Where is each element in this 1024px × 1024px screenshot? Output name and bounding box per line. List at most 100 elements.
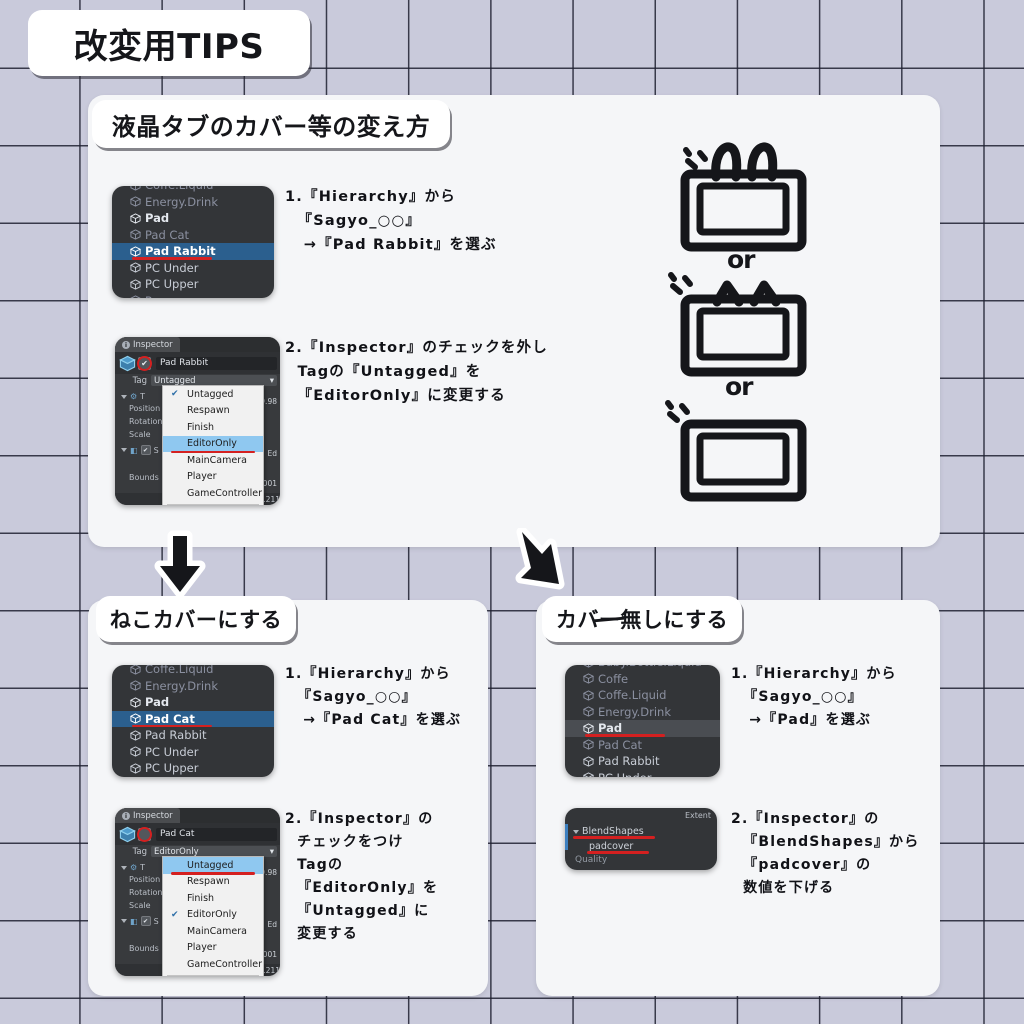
- tag-option[interactable]: Respawn: [163, 874, 263, 891]
- hierarchy-row[interactable]: Pad: [112, 694, 274, 711]
- transform-section-header[interactable]: ⚙T: [121, 863, 280, 872]
- tag-option-label: Respawn: [187, 876, 230, 888]
- transform-property: Scale: [129, 430, 151, 439]
- hierarchy-row-label: Pad Cat: [145, 227, 190, 242]
- tag-option[interactable]: Finish: [163, 419, 263, 436]
- info-icon: i: [122, 340, 130, 349]
- hierarchy-row[interactable]: Pad Cat: [112, 710, 274, 727]
- component-enabled-checkbox[interactable]: ✔: [140, 916, 151, 926]
- hierarchy-row-label: Pad Rabbit: [145, 728, 207, 743]
- tag-option-label: EditorOnly: [187, 438, 237, 450]
- hierarchy-row[interactable]: Coffe.Liquid: [112, 665, 274, 678]
- hierarchy-row[interactable]: Pad Cat: [112, 227, 274, 244]
- footer-value: 0.211: [258, 965, 280, 975]
- tag-dropdown[interactable]: Untagged▾: [151, 375, 277, 386]
- hierarchy-row[interactable]: Pad Rabbit: [565, 753, 720, 770]
- transform-property: Rotation: [129, 417, 163, 426]
- tag-option[interactable]: GameController: [163, 956, 263, 973]
- menu-divider: [167, 503, 259, 505]
- tag-option[interactable]: Player: [163, 469, 263, 486]
- tag-option[interactable]: Finish: [163, 890, 263, 907]
- tag-option[interactable]: ✔Untagged: [163, 386, 263, 403]
- hierarchy-row[interactable]: PC Under: [112, 744, 274, 761]
- gameobject-cube-icon: [119, 355, 136, 372]
- info-icon: i: [122, 811, 130, 820]
- hierarchy-row[interactable]: Pad Cat: [565, 737, 720, 754]
- hierarchy-row[interactable]: Energy.Drink: [112, 194, 274, 211]
- hierarchy-row-label: Pad Cat: [145, 711, 195, 726]
- hierarchy-row[interactable]: PC Upper: [112, 760, 274, 777]
- or-label-1: or: [727, 245, 755, 274]
- blendshapes-panel[interactable]: Extent BlendShapes padcover Quality: [565, 808, 717, 870]
- red-underline-selected-row: [585, 734, 665, 737]
- check-icon: ✔: [171, 909, 179, 920]
- object-name-field[interactable]: Pad Cat: [156, 827, 277, 841]
- component-enabled-checkbox[interactable]: ✔: [140, 445, 151, 455]
- hierarchy-row[interactable]: PC Upper: [112, 276, 274, 293]
- blendshape-padcover-label[interactable]: padcover: [589, 841, 634, 852]
- tag-option[interactable]: MainCamera: [163, 923, 263, 940]
- instruction-none-step1: 1.『Hierarchy』から 『Sagyo_○○』 →『Pad』を選ぶ: [731, 666, 897, 729]
- hierarchy-row-label: PC Upper: [145, 277, 199, 292]
- second-section-label: S: [153, 445, 159, 455]
- chevron-down-icon: [573, 829, 579, 834]
- tag-dropdown[interactable]: EditorOnly▾: [151, 846, 277, 857]
- hierarchy-row[interactable]: Pad Rabbit: [112, 727, 274, 744]
- arrow-down-right-to-none-section: [512, 526, 602, 608]
- hierarchy-row[interactable]: Coffe: [565, 671, 720, 688]
- component-icon: ◧: [130, 445, 138, 455]
- hierarchy-row-label: Pad Rabbit: [145, 244, 216, 259]
- transform-section-header[interactable]: ⚙T: [121, 392, 280, 401]
- red-underline-blendshapes: [573, 836, 655, 839]
- tag-option[interactable]: MainCamera: [163, 452, 263, 469]
- hierarchy-panel-none[interactable]: Baby.Bottle.LiquidCoffeCoffe.LiquidEnerg…: [565, 665, 720, 777]
- hierarchy-row[interactable]: Pen: [112, 293, 274, 298]
- transform-section-label: T: [140, 863, 146, 872]
- object-name-field[interactable]: Pad Rabbit: [156, 356, 277, 370]
- tag-option[interactable]: Player: [163, 940, 263, 957]
- tag-option[interactable]: Respawn: [163, 403, 263, 420]
- instruction-top-step1: 1.『Hierarchy』から 『Sagyo_○○』 →『Pad Rabbit』…: [285, 189, 497, 253]
- hierarchy-row[interactable]: Energy.Drink: [565, 704, 720, 721]
- hierarchy-row-label: Energy.Drink: [145, 678, 219, 693]
- gameobject-cube-icon: [583, 706, 594, 717]
- hierarchy-row[interactable]: Pad Rabbit: [112, 243, 274, 260]
- hierarchy-row-label: Energy.Drink: [145, 194, 219, 209]
- chevron-down-icon: ▾: [269, 375, 274, 386]
- hierarchy-row[interactable]: Baby.Bottle.Liquid: [565, 665, 720, 671]
- instruction-cat-step1: 1.『Hierarchy』から 『Sagyo_○○』 →『Pad Cat』を選ぶ: [285, 666, 462, 729]
- tag-option[interactable]: Untagged: [163, 857, 263, 874]
- gameobject-cube-icon: [119, 826, 136, 843]
- hierarchy-row[interactable]: Pad: [565, 720, 720, 737]
- hierarchy-row[interactable]: PC Under: [112, 260, 274, 277]
- hierarchy-row[interactable]: Coffe.Liquid: [112, 186, 274, 194]
- hierarchy-row[interactable]: Pad: [112, 210, 274, 227]
- second-section-header[interactable]: ◧✔S: [121, 916, 280, 926]
- tag-option-label: Untagged: [187, 859, 234, 871]
- tag-option[interactable]: GameController: [163, 485, 263, 502]
- rotation-value: 89.98: [255, 397, 277, 406]
- gameobject-cube-icon: [130, 665, 141, 675]
- second-section-header[interactable]: ◧✔S: [121, 445, 280, 455]
- hierarchy-row-label: Coffe.Liquid: [145, 186, 213, 192]
- tag-option[interactable]: EditorOnly: [163, 435, 263, 452]
- component-icon: ◧: [130, 916, 138, 926]
- blendshapes-section-row[interactable]: BlendShapes: [573, 826, 644, 837]
- hierarchy-row[interactable]: PC Under: [565, 770, 720, 777]
- no-cover-heading-text: カバー無しにする: [555, 608, 729, 632]
- tag-option[interactable]: ✔EditorOnly: [163, 907, 263, 924]
- hierarchy-row[interactable]: Energy.Drink: [112, 678, 274, 695]
- hierarchy-row[interactable]: Coffe.Liquid: [565, 687, 720, 704]
- gameobject-cube-icon: [583, 665, 594, 668]
